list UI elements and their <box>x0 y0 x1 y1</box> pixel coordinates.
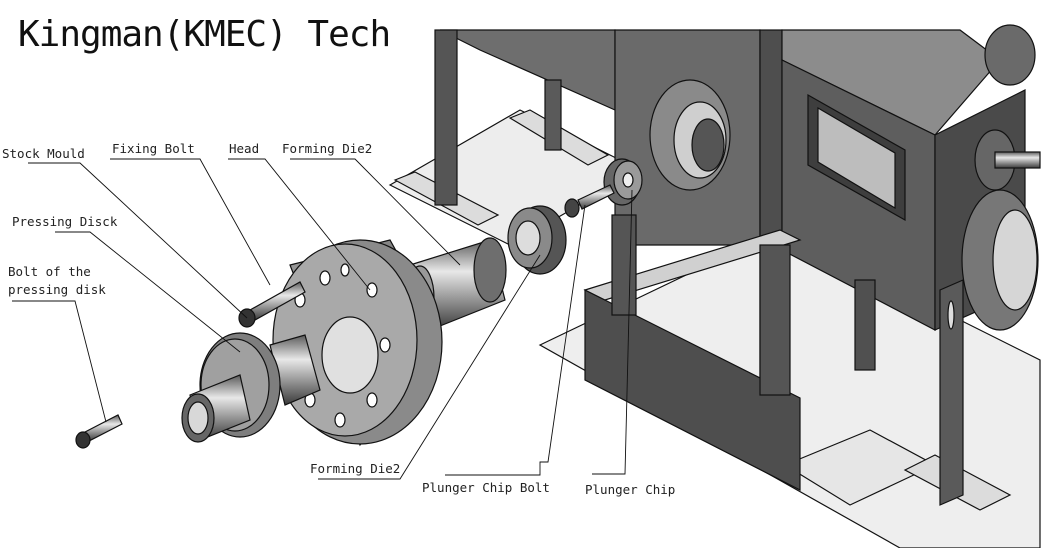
leg-3 <box>611 214 637 316</box>
leader-head <box>228 158 371 291</box>
label-bolt-pressing-disk-line1: Bolt of the <box>8 264 91 279</box>
leg-4 <box>759 244 791 396</box>
label-head: Head <box>229 141 260 156</box>
leader-pressing-disck <box>55 231 241 353</box>
label-forming-die2-bottom: Forming Die2 <box>310 461 401 476</box>
exploded-parts <box>75 158 643 449</box>
label-stock-mould: Stock Mould <box>2 146 85 161</box>
drive-shaft <box>994 151 1041 169</box>
leg-1 <box>434 29 458 206</box>
label-plunger-chip: Plunger Chip <box>585 482 676 497</box>
top-motor-flange <box>984 24 1036 86</box>
leader-lines <box>12 158 633 480</box>
plunger-chip-bolt <box>564 184 615 218</box>
leg-2 <box>544 79 562 151</box>
motor-flange-inner <box>992 209 1038 311</box>
label-forming-die2-top: Forming Die2 <box>282 141 373 156</box>
leader-plunger-chip-bolt <box>445 204 586 476</box>
upright-slot <box>947 300 955 330</box>
housing-bore <box>691 118 725 172</box>
upright-bar <box>939 279 964 506</box>
rear-hopper <box>439 29 616 111</box>
leader-forming-die2-bottom <box>318 254 541 480</box>
bolt-of-pressing-disk <box>75 414 123 449</box>
label-pressing-disck: Pressing Disck <box>12 214 118 229</box>
label-bolt-pressing-disk-line2: pressing disk <box>8 282 106 297</box>
inspection-window-glass <box>817 106 896 210</box>
leader-forming-die2-top <box>290 158 461 266</box>
leader-stock-mould <box>28 162 248 319</box>
apron-top <box>583 229 802 301</box>
leg-5 <box>854 279 876 371</box>
label-fixing-bolt: Fixing Bolt <box>112 141 195 156</box>
leader-plunger-chip <box>592 189 633 475</box>
label-plunger-chip-bolt: Plunger Chip Bolt <box>422 480 550 495</box>
forming-die2-ring <box>507 205 567 275</box>
gearbox-top <box>781 29 1001 136</box>
head-disk <box>272 239 443 447</box>
front-apron <box>584 289 801 491</box>
machine-frame <box>388 24 1041 548</box>
leader-bolt-pressing-disk <box>12 300 107 423</box>
pressing-disck <box>181 332 321 443</box>
leader-fixing-bolt <box>110 158 271 286</box>
diagram-title: Kingman(KMEC) Tech <box>18 14 391 55</box>
